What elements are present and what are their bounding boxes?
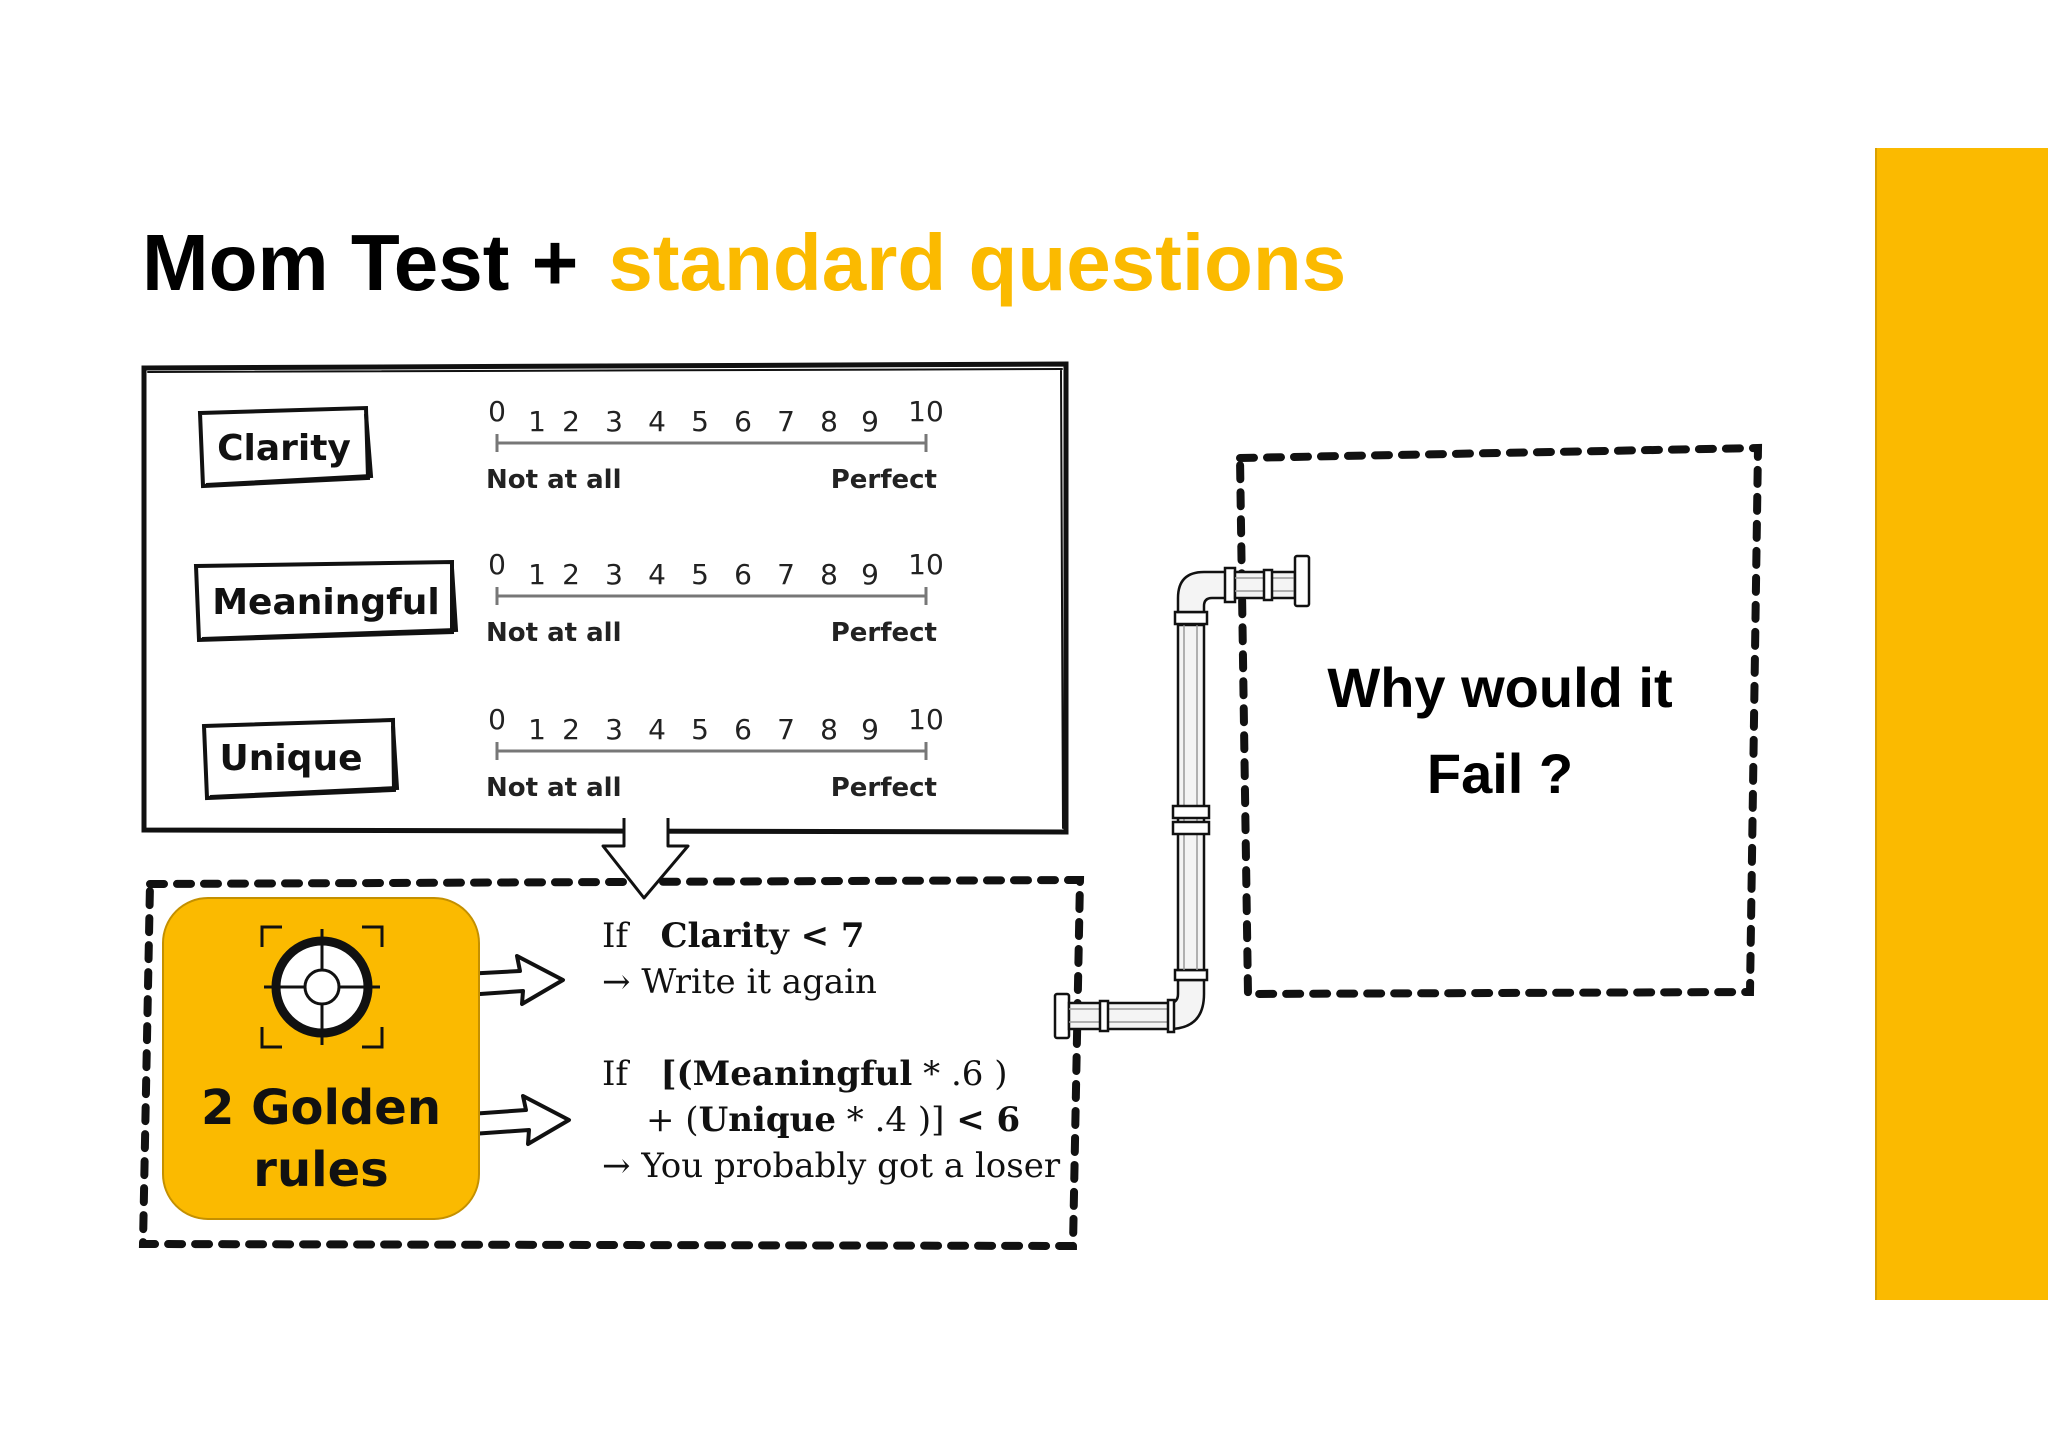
scale-tick: 10 xyxy=(908,703,944,736)
scale-unique: 0 1 2 3 4 5 6 7 8 9 10 Not at all Perfec… xyxy=(486,703,944,803)
criterion-meaningful-box: Meaningful xyxy=(193,559,459,643)
scale-tick: 0 xyxy=(488,703,506,736)
rule2-unique: Unique xyxy=(698,1100,836,1140)
scale-tick: 5 xyxy=(691,405,709,438)
scale-ticks: 0 1 2 3 4 5 6 7 8 9 10 xyxy=(488,395,944,438)
scale-tick: 10 xyxy=(908,548,944,581)
scale-tick: 3 xyxy=(605,713,623,746)
scale-tick: 9 xyxy=(861,713,879,746)
title-part1: Mom Test + xyxy=(142,218,579,307)
golden-rules-label: 2 Golden rules xyxy=(164,1077,478,1201)
target-icon xyxy=(260,925,384,1049)
page-title: Mom Test + standard questions xyxy=(142,218,1346,308)
down-arrow-icon xyxy=(601,818,690,900)
rule2-arrow: → xyxy=(602,1146,631,1186)
rule2-result: You probably got a loser xyxy=(641,1146,1061,1186)
golden-rules-line2: rules xyxy=(253,1142,389,1198)
rule2-line1: If [(Meaningful * .6 ) xyxy=(602,1051,1060,1097)
criterion-label-unique: Unique xyxy=(219,738,362,779)
scale-tick: 0 xyxy=(488,548,506,581)
rule1-condition: If Clarity < 7 xyxy=(602,913,877,959)
scale-tick: 8 xyxy=(820,558,838,591)
scale-tick: 4 xyxy=(648,713,666,746)
scale-tick: 9 xyxy=(861,558,879,591)
scale-meaningful: 0 1 2 3 4 5 6 7 8 9 10 Not at all Perfec… xyxy=(486,548,944,648)
title-part2: standard questions xyxy=(608,218,1347,307)
scale-tick: 1 xyxy=(528,405,546,438)
scale-line xyxy=(495,434,928,452)
fail-question: Why would it Fail ? xyxy=(1250,645,1750,817)
scale-tick: 8 xyxy=(820,713,838,746)
scale-tick: 10 xyxy=(908,395,944,428)
fail-line1: Why would it xyxy=(1327,656,1673,719)
scale-line xyxy=(495,587,928,605)
scale-tick: 2 xyxy=(562,558,580,591)
scale-tick: 4 xyxy=(648,405,666,438)
fail-line2: Fail ? xyxy=(1426,742,1574,805)
scale-high-label: Perfect xyxy=(831,618,937,648)
rule2-plus: + ( xyxy=(646,1100,699,1140)
rule1-result-line: → Write it again xyxy=(602,959,877,1005)
rule2-threshold: < 6 xyxy=(944,1100,1021,1140)
scale-low-label: Not at all xyxy=(486,773,622,803)
scale-tick: 7 xyxy=(777,558,795,591)
scale-clarity: 0 1 2 3 4 5 6 7 8 9 10 Not at all Perfec… xyxy=(486,395,944,495)
scale-tick: 5 xyxy=(691,713,709,746)
rule-clarity: If Clarity < 7 → Write it again xyxy=(602,913,877,1005)
scale-tick: 7 xyxy=(777,405,795,438)
right-arrow-icon-2 xyxy=(468,1094,571,1146)
rule2-coef1: * .6 ) xyxy=(912,1054,1008,1094)
scale-tick: 0 xyxy=(488,395,506,428)
scale-tick: 5 xyxy=(691,558,709,591)
scale-tick: 1 xyxy=(528,713,546,746)
scale-tick: 6 xyxy=(734,713,752,746)
scale-tick: 4 xyxy=(648,558,666,591)
criterion-label-clarity: Clarity xyxy=(217,428,351,469)
rule1-arrow: → xyxy=(602,962,631,1002)
scale-tick: 9 xyxy=(861,405,879,438)
rule2-open: [( xyxy=(660,1054,693,1094)
rule1-cond: Clarity < 7 xyxy=(660,916,865,956)
rule2-result-line: → You probably got a loser xyxy=(602,1143,1060,1189)
scale-tick: 8 xyxy=(820,405,838,438)
scale-tick: 1 xyxy=(528,558,546,591)
golden-rules-line1: 2 Golden xyxy=(200,1080,442,1136)
rule2-meaningful: Meaningful xyxy=(692,1054,913,1094)
rule2-if: If xyxy=(602,1054,629,1094)
scale-tick: 2 xyxy=(562,405,580,438)
scale-low-label: Not at all xyxy=(486,618,622,648)
scale-tick: 3 xyxy=(605,405,623,438)
scale-high-label: Perfect xyxy=(831,773,937,803)
criteria-panel xyxy=(141,361,1069,835)
scale-ticks: 0 1 2 3 4 5 6 7 8 9 10 xyxy=(488,548,944,591)
rule-score: If [(Meaningful * .6 ) + (Unique * .4 )]… xyxy=(602,1051,1060,1189)
accent-bar xyxy=(1875,148,2048,1300)
golden-rules-box: 2 Golden rules xyxy=(162,897,480,1220)
rule1-result: Write it again xyxy=(641,962,877,1002)
rule2-line2: + (Unique * .4 )] < 6 xyxy=(602,1097,1060,1143)
scale-tick: 7 xyxy=(777,713,795,746)
criterion-label-meaningful: Meaningful xyxy=(212,582,440,623)
rule2-coef2: * .4 )] xyxy=(835,1100,945,1140)
rule1-if: If xyxy=(602,916,629,956)
criterion-unique-box: Unique xyxy=(201,717,400,801)
scale-ticks: 0 1 2 3 4 5 6 7 8 9 10 xyxy=(488,703,944,746)
scale-tick: 3 xyxy=(605,558,623,591)
scale-high-label: Perfect xyxy=(831,465,937,495)
scale-tick: 2 xyxy=(562,713,580,746)
scale-low-label: Not at all xyxy=(486,465,622,495)
criterion-clarity-box: Clarity xyxy=(197,405,374,489)
scale-tick: 6 xyxy=(734,405,752,438)
scale-tick: 6 xyxy=(734,558,752,591)
scale-line xyxy=(495,742,928,760)
